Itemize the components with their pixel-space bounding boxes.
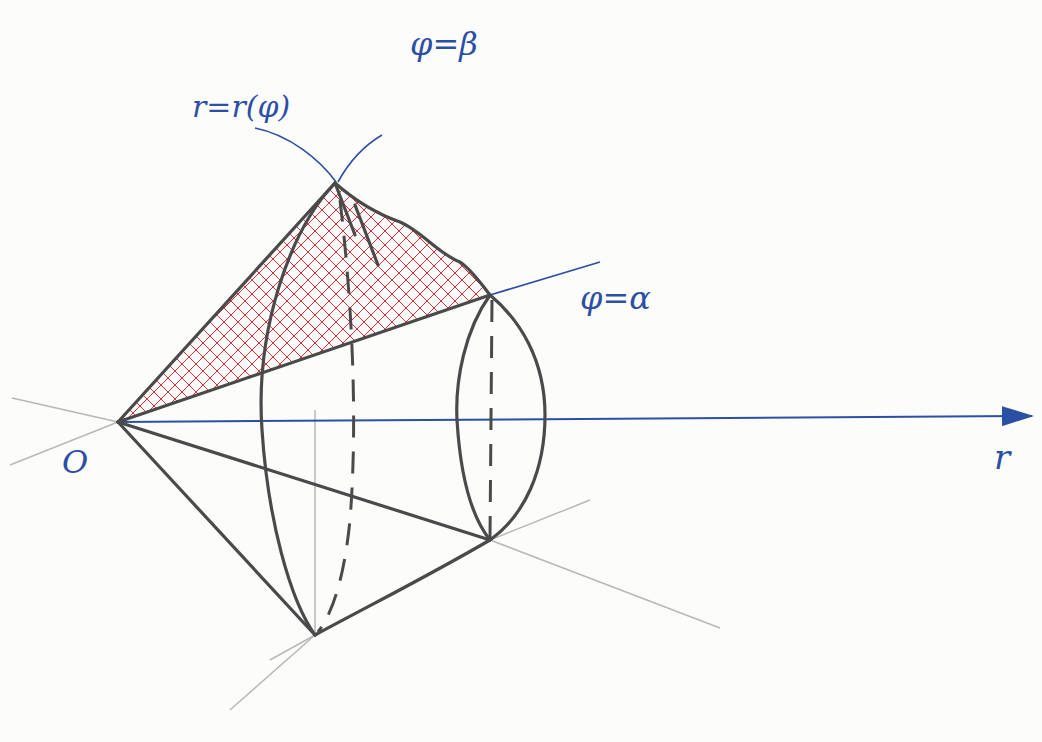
- curve-label: r=r(φ): [192, 92, 290, 122]
- angle-label: φ=α: [580, 282, 651, 314]
- origin-label: O: [62, 446, 88, 478]
- angle-label: φ=β: [410, 28, 478, 60]
- axis-label: r: [994, 440, 1010, 474]
